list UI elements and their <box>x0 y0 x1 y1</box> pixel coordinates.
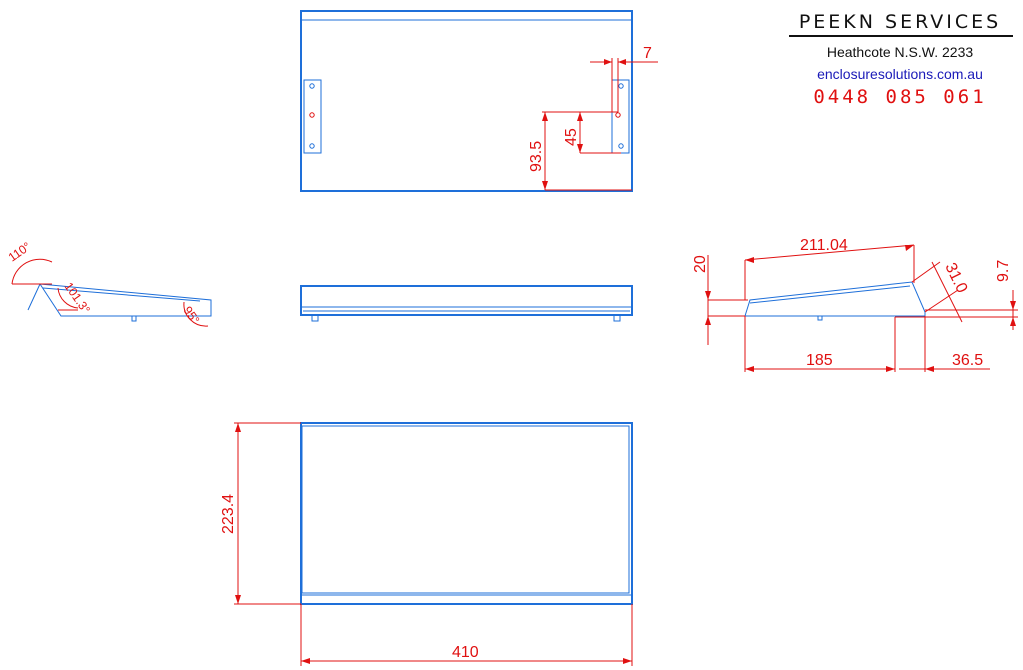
left-profile-inner <box>42 287 201 302</box>
arrow-head <box>301 658 310 664</box>
dim-label-185: 185 <box>806 352 833 369</box>
plan-view-inner <box>301 425 630 594</box>
arrow-head <box>623 658 632 664</box>
bracket-hole <box>309 143 315 149</box>
angle-arc <box>183 301 209 327</box>
dim-label-7: 7 <box>643 45 652 62</box>
arrow-head <box>577 112 583 121</box>
dim-label-9-7: 9.7 <box>995 260 1012 282</box>
dim-line <box>911 261 941 283</box>
top-view: 7 93.5 45 <box>300 10 658 192</box>
arrow-head <box>577 144 583 153</box>
angle-label-101: 101.3° <box>62 280 94 317</box>
foot <box>311 314 319 322</box>
foot <box>613 314 621 322</box>
arrow-head <box>542 181 548 190</box>
arrow-head <box>886 366 895 372</box>
left-profile-outline <box>39 283 212 317</box>
left-profile: 110° 101.3° 95° <box>6 239 212 327</box>
arrow-head <box>705 316 711 325</box>
left-bracket <box>303 79 322 154</box>
front-view-outline <box>300 285 633 316</box>
plan-view: 223.4 410 <box>220 422 633 666</box>
right-profile-inner <box>749 285 911 304</box>
dim-label-45: 45 <box>563 128 580 146</box>
right-profile: 211.04 20 31.0 9.7 185 36.5 <box>692 237 1018 372</box>
arrow-head <box>705 291 711 300</box>
arrow-head <box>905 245 914 251</box>
bracket-hole <box>618 83 624 89</box>
right-bracket <box>611 79 630 154</box>
left-profile-lip <box>27 283 41 311</box>
arrow-head <box>1010 317 1016 326</box>
arrow-head <box>604 59 612 65</box>
company-underline <box>789 35 1013 37</box>
plan-view-outline <box>300 422 633 605</box>
right-profile-outline <box>744 281 926 317</box>
top-view-outline <box>300 10 633 192</box>
dim-line <box>744 244 915 261</box>
dim-label-410: 410 <box>452 644 479 661</box>
arrow-head <box>925 366 934 372</box>
front-view <box>300 285 633 322</box>
arrow-head <box>235 595 241 604</box>
arrow-head <box>1010 301 1016 310</box>
foot <box>131 315 137 322</box>
dim-label-211: 211.04 <box>800 237 848 254</box>
arrow-head <box>618 59 626 65</box>
foot <box>817 315 823 321</box>
company-address: Heathcote N.S.W. 2233 <box>826 44 974 60</box>
arrow-head <box>542 112 548 121</box>
bracket-hole <box>309 83 315 89</box>
arrow-head <box>745 257 754 263</box>
dim-line <box>924 289 959 313</box>
company-website[interactable]: enclosuresolutions.com.au <box>817 66 983 82</box>
dim-label-93-5: 93.5 <box>528 141 545 172</box>
angle-arc <box>57 287 79 309</box>
bracket-hole <box>615 112 621 118</box>
dim-label-223: 223.4 <box>220 494 237 534</box>
company-phone: 0448 085 061 <box>813 86 987 108</box>
arrow-head <box>235 423 241 432</box>
dim-label-36-5: 36.5 <box>952 352 983 369</box>
arrow-head <box>745 366 754 372</box>
company-name: PEEKN SERVICES <box>798 11 1002 33</box>
angle-label-110: 110° <box>6 239 34 264</box>
bracket-hole <box>309 112 315 118</box>
bracket-hole <box>618 143 624 149</box>
angle-arc <box>11 258 53 285</box>
dim-line <box>931 261 963 323</box>
dim-label-20: 20 <box>692 255 709 273</box>
